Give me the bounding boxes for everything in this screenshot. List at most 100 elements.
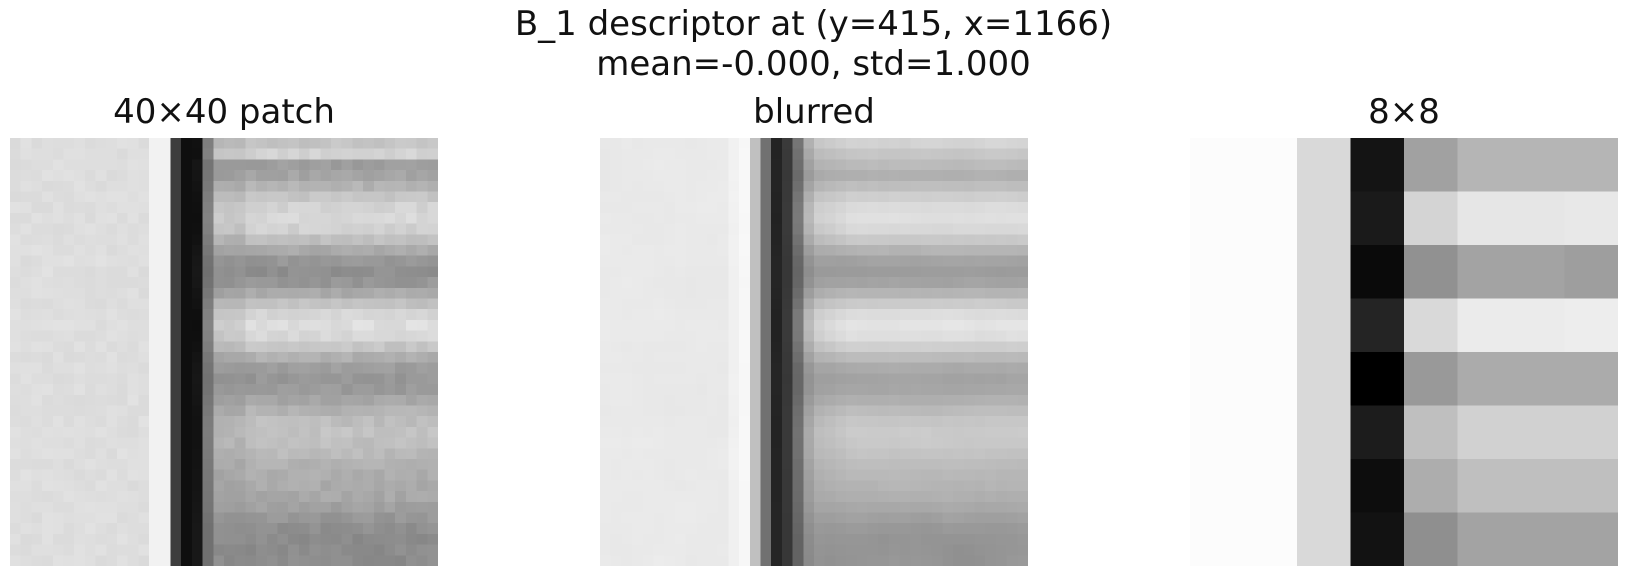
image-pixel (974, 394, 986, 406)
image-pixel (899, 223, 911, 235)
image-pixel (803, 448, 815, 460)
image-pixel (352, 416, 364, 428)
image-pixel (373, 459, 385, 470)
image-pixel (405, 512, 417, 524)
image-pixel (621, 298, 633, 310)
image-pixel (632, 277, 644, 289)
image-pixel (856, 501, 868, 513)
image-pixel (352, 426, 364, 438)
image-pixel (331, 523, 342, 535)
image-pixel (760, 223, 772, 235)
image-pixel (395, 491, 407, 503)
image-pixel (234, 223, 246, 235)
image-pixel (427, 212, 438, 224)
image-pixel (405, 448, 417, 460)
image-pixel (298, 394, 310, 406)
image-pixel (149, 266, 161, 278)
image-pixel (427, 223, 438, 235)
image-pixel (405, 245, 417, 256)
image-pixel (653, 533, 665, 545)
image-pixel (888, 555, 900, 566)
image-pixel (1457, 352, 1513, 407)
image-pixel (824, 459, 836, 470)
image-pixel (717, 459, 729, 470)
image-pixel (835, 319, 847, 331)
image-pixel (664, 544, 676, 556)
image-pixel (1006, 202, 1018, 214)
image-pixel (963, 491, 975, 503)
image-pixel (95, 277, 107, 289)
image-pixel (234, 373, 246, 385)
image-pixel (696, 341, 708, 353)
image-pixel (202, 352, 214, 363)
image-pixel (149, 501, 161, 513)
image-pixel (127, 544, 139, 556)
image-pixel (888, 362, 900, 374)
image-pixel (1006, 394, 1018, 406)
image-pixel (600, 416, 611, 428)
image-pixel (878, 555, 890, 566)
image-pixel (878, 138, 890, 149)
image-pixel (395, 234, 407, 246)
panel-title-8x8: 8×8 (1368, 92, 1440, 132)
image-pixel (963, 191, 975, 203)
image-pixel (266, 180, 278, 192)
image-pixel (331, 277, 342, 289)
image-pixel (888, 501, 900, 513)
image-pixel (974, 148, 986, 160)
image-pixel (921, 416, 932, 428)
image-pixel (256, 148, 268, 160)
image-pixel (1006, 426, 1018, 438)
image-pixel (910, 362, 922, 374)
image-pixel (181, 180, 193, 192)
image-pixel (856, 277, 868, 289)
image-pixel (159, 362, 171, 374)
image-pixel (234, 212, 246, 224)
image-pixel (1297, 459, 1352, 514)
image-pixel (52, 245, 64, 256)
image-pixel (52, 255, 64, 267)
image-pixel (63, 266, 75, 278)
image-pixel (416, 405, 428, 417)
image-pixel (256, 469, 268, 481)
image-pixel (84, 341, 96, 353)
image-pixel (341, 512, 353, 524)
image-pixel (942, 459, 954, 470)
image-pixel (653, 405, 665, 417)
image-pixel (234, 170, 246, 182)
image-pixel (191, 212, 203, 224)
image-pixel (149, 362, 161, 374)
image-pixel (749, 362, 761, 374)
image-pixel (106, 491, 118, 503)
image-pixel (781, 480, 793, 492)
image-pixel (696, 202, 708, 214)
image-pixel (846, 394, 858, 406)
image-pixel (352, 319, 364, 331)
image-pixel (942, 180, 954, 192)
image-pixel (696, 405, 708, 417)
image-pixel (749, 426, 761, 438)
image-pixel (363, 480, 375, 492)
image-pixel (1006, 309, 1018, 321)
image-pixel (191, 277, 203, 289)
image-pixel (664, 533, 676, 545)
image-pixel (256, 245, 268, 256)
image-pixel (117, 148, 128, 160)
image-pixel (52, 202, 64, 214)
image-pixel (331, 330, 342, 342)
image-pixel (717, 480, 729, 492)
image-pixel (416, 544, 428, 556)
image-pixel (835, 555, 847, 566)
image-pixel (245, 309, 257, 321)
image-pixel (995, 159, 1007, 171)
image-pixel (341, 255, 353, 267)
image-pixel (1017, 234, 1028, 246)
image-pixel (320, 384, 332, 396)
image-pixel (931, 437, 943, 449)
image-pixel (653, 212, 665, 224)
image-pixel (899, 341, 911, 353)
image-pixel (224, 480, 235, 492)
image-pixel (781, 384, 793, 396)
image-pixel (395, 191, 407, 203)
image-pixel (202, 448, 214, 460)
